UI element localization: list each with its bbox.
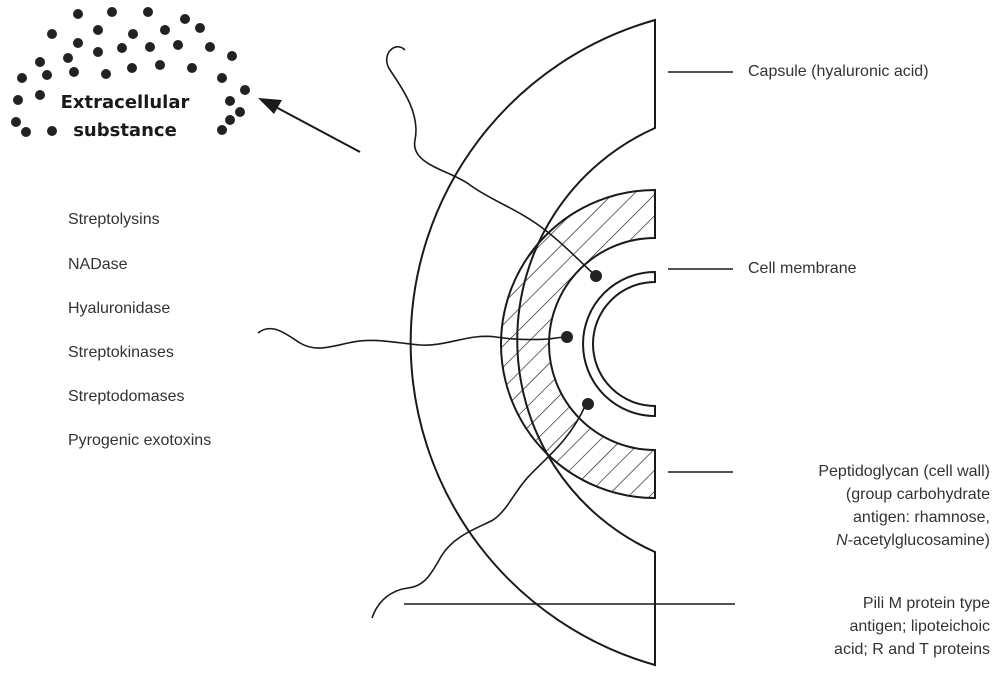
pili-label-line2: antigen; lipoteichoic [742, 616, 990, 638]
peptidoglycan-label-line1: Peptidoglycan (cell wall) [742, 461, 990, 483]
capsule-label: Capsule (hyaluronic acid) [748, 61, 929, 83]
peptidoglycan-label-line2: (group carbohydrate [742, 484, 990, 506]
extracellular-arrow-shaft [272, 105, 360, 152]
peptidoglycan-label-line3: antigen: rhamnose, [742, 507, 990, 529]
attachment-dot-middle [561, 331, 573, 343]
cell-membrane-layer [583, 272, 655, 416]
cell-membrane-label: Cell membrane [748, 258, 856, 280]
attachment-dot-bottom [582, 398, 594, 410]
pili-label-line1: Pili M protein type [742, 593, 990, 615]
peptidoglycan-label-acetylglucosamine: -acetylglucosamine) [848, 532, 990, 549]
extracellular-arrow-head [258, 98, 282, 114]
product-nadase: NADase [68, 254, 128, 276]
product-pyrogenic-exotoxins: Pyrogenic exotoxins [68, 430, 211, 452]
extracellular-substance-label-line2: substance [35, 118, 215, 143]
product-hyaluronidase: Hyaluronidase [68, 298, 170, 320]
peptidoglycan-label-line4: N-acetylglucosamine) [742, 530, 990, 552]
attachment-dot-top [590, 270, 602, 282]
pili-label-line3: acid; R and T proteins [742, 639, 990, 661]
peptidoglycan-label-italic-n: N [836, 532, 848, 549]
extracellular-substance-label-line1: Extracellular [35, 90, 215, 115]
product-streptokinases: Streptokinases [68, 342, 174, 364]
product-streptolysins: Streptolysins [68, 209, 160, 231]
product-streptodomases: Streptodomases [68, 386, 185, 408]
